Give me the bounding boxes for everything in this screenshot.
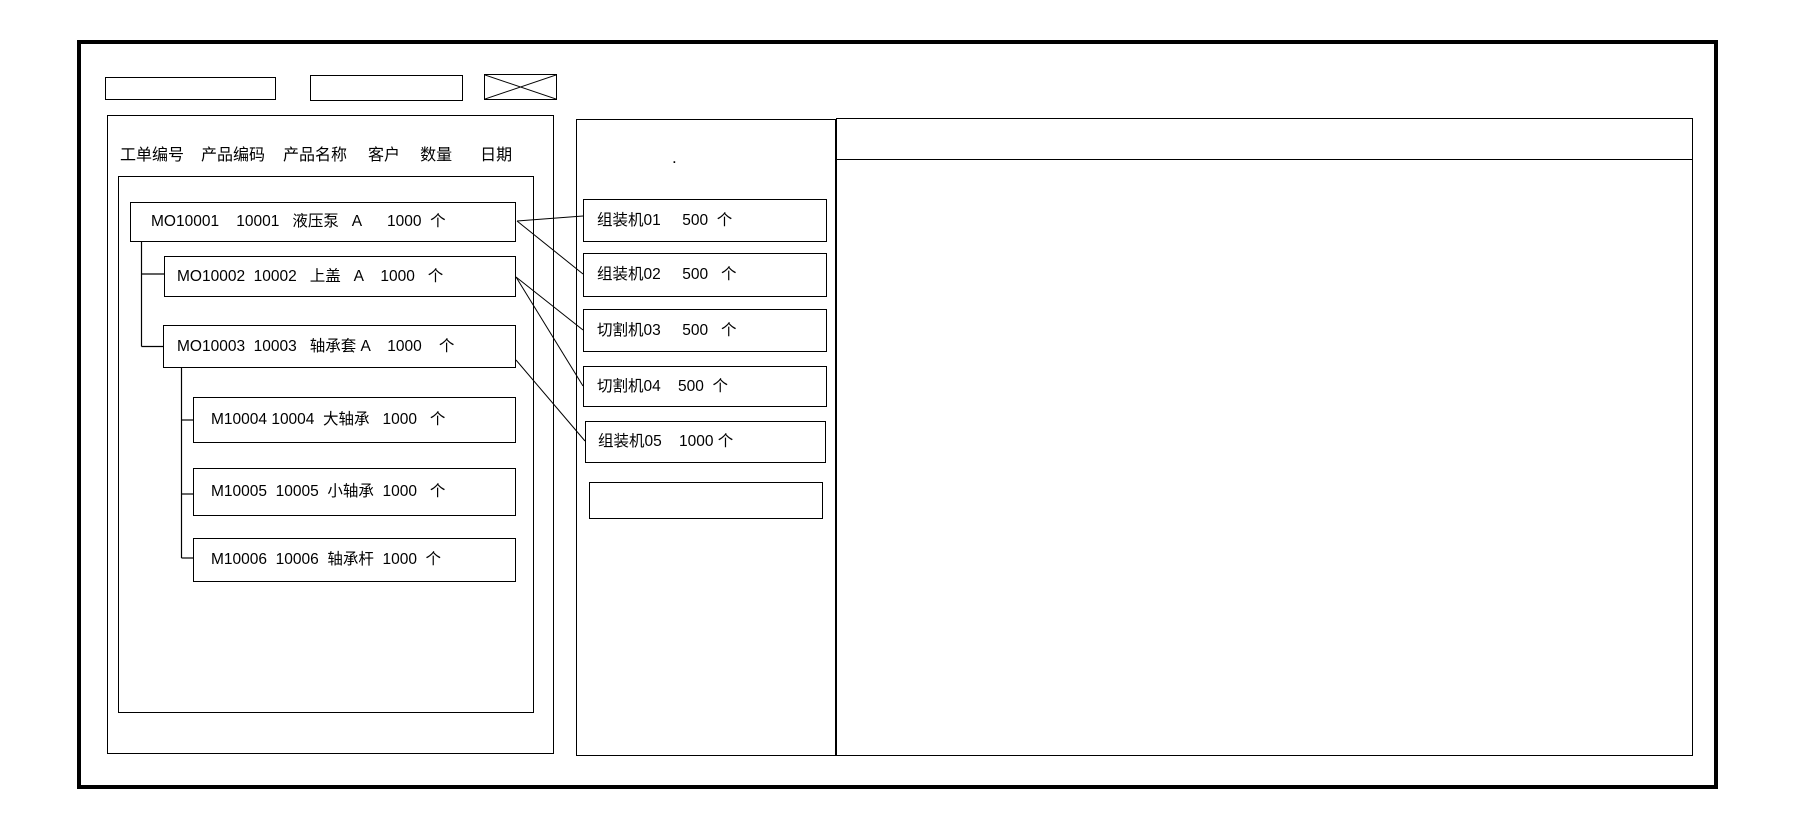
tree-node-label: M10005 10005 小轴承 1000 个: [211, 483, 446, 500]
machine-item-empty[interactable]: [589, 482, 823, 519]
machine-item-label: 组装机02 500 个: [597, 266, 737, 283]
tree-node-label: MO10002 10002 上盖 A 1000 个: [177, 268, 444, 285]
machine-item-04[interactable]: 切割机04 500 个: [583, 366, 827, 407]
col-order-no: 工单编号: [120, 147, 185, 164]
machine-item-01[interactable]: 组装机01 500 个: [583, 199, 827, 242]
machine-item-03[interactable]: 切割机03 500 个: [583, 309, 827, 352]
dot-mark: .: [672, 148, 677, 167]
crossed-box-icon: [484, 74, 557, 100]
col-product-code: 产品编码: [201, 147, 266, 164]
tree-node-m10006[interactable]: M10006 10006 轴承杆 1000 个: [193, 538, 516, 582]
toolbar-field-1[interactable]: [105, 77, 276, 100]
tree-node-m10004[interactable]: M10004 10004 大轴承 1000 个: [193, 397, 516, 443]
tree-node-label: MO10003 10003 轴承套 A 1000 个: [177, 338, 455, 355]
tree-node-mo10001[interactable]: MO10001 10001 液压泵 A 1000 个: [130, 202, 516, 242]
col-customer: 客户: [368, 147, 401, 164]
col-qty: 数量: [420, 147, 453, 164]
crossed-box-button[interactable]: [484, 74, 557, 100]
tree-node-mo10003[interactable]: MO10003 10003 轴承套 A 1000 个: [163, 325, 516, 368]
toolbar-field-2[interactable]: [310, 75, 463, 101]
machine-item-label: 切割机03 500 个: [597, 322, 737, 339]
tree-node-mo10002[interactable]: MO10002 10002 上盖 A 1000 个: [164, 256, 516, 297]
machine-item-02[interactable]: 组装机02 500 个: [583, 253, 827, 297]
col-product-name: 产品名称: [283, 147, 348, 164]
detail-panel-header: [837, 119, 1692, 160]
window-frame: [77, 40, 1718, 789]
detail-panel: [836, 118, 1693, 756]
machine-item-05[interactable]: 组装机05 1000 个: [585, 421, 826, 463]
tree-node-label: M10004 10004 大轴承 1000 个: [211, 411, 446, 428]
tree-node-m10005[interactable]: M10005 10005 小轴承 1000 个: [193, 468, 516, 516]
machine-item-label: 组装机01 500 个: [597, 212, 733, 229]
col-date: 日期: [480, 147, 513, 164]
work-order-column-headers: 工单编号 产品编码 产品名称 客户 数量 日期: [120, 143, 540, 164]
tree-node-label: M10006 10006 轴承杆 1000 个: [211, 551, 442, 568]
tree-node-label: MO10001 10001 液压泵 A 1000 个: [151, 213, 446, 230]
machine-item-label: 切割机04 500 个: [597, 378, 728, 395]
machine-item-label: 组装机05 1000 个: [598, 433, 734, 450]
